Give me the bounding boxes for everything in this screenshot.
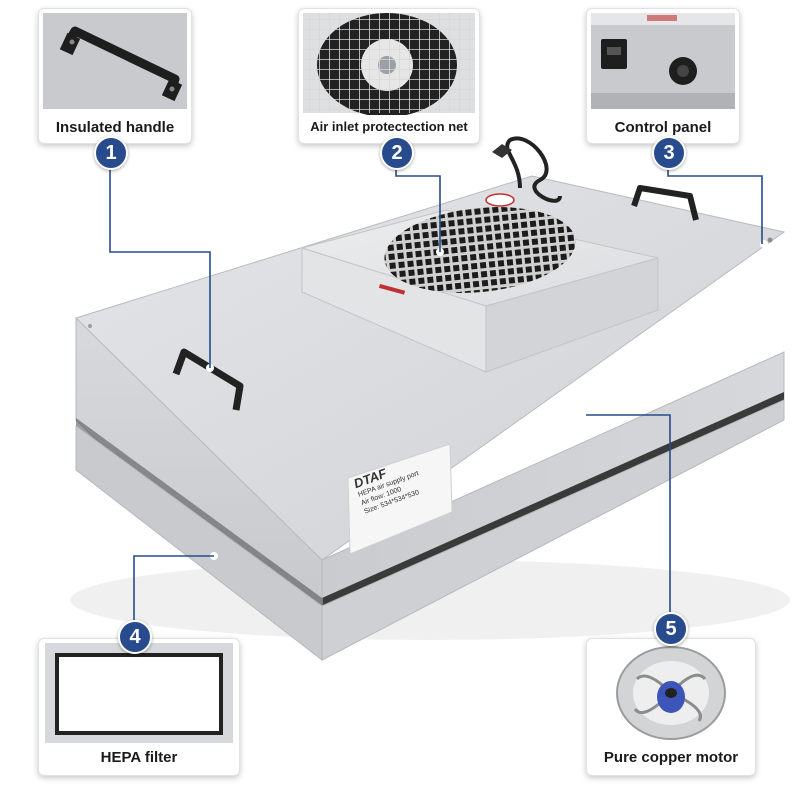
leader-line-2 [395, 164, 441, 252]
control-panel-icon [591, 13, 735, 109]
hepa-filter-icon [45, 643, 233, 743]
callout-badge-5: 5 [654, 612, 688, 646]
callout-badge-2: 2 [380, 136, 414, 170]
callout-badge-3: 3 [652, 136, 686, 170]
callout-badge-1: 1 [94, 136, 128, 170]
callout-card-control-panel: Control panel [586, 8, 740, 144]
callout-label: HEPA filter [100, 749, 178, 766]
leader-line-3 [667, 164, 763, 244]
callout-card-hepa-filter: HEPA filter [38, 638, 240, 776]
callout-badge-4: 4 [118, 620, 152, 654]
callout-card-air-inlet-net: Air inlet protectection net [298, 8, 480, 144]
callout-card-copper-motor: Pure copper motor [586, 638, 756, 776]
leader-line-4 [133, 555, 214, 622]
callout-label: Insulated handle [55, 119, 175, 136]
handle-icon [43, 13, 187, 109]
motor-icon [591, 643, 751, 741]
callout-label: Pure copper motor [603, 749, 739, 766]
fan-grille-icon [303, 13, 475, 115]
callout-card-insulated-handle: Insulated handle [38, 8, 192, 144]
leader-line-1 [109, 164, 211, 368]
callout-label: Control panel [614, 119, 712, 136]
leader-line-5 [586, 414, 671, 612]
callout-label: Air inlet protectection net [310, 119, 468, 134]
